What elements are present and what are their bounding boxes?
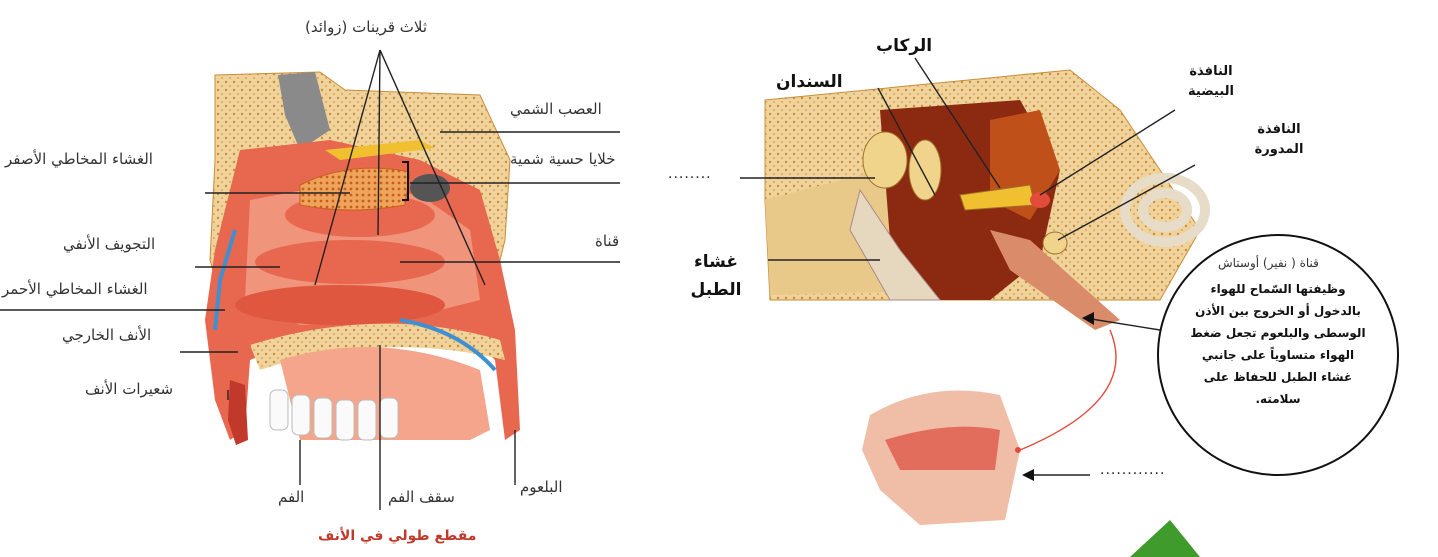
label-oval-window: النافذة البيضية bbox=[1176, 62, 1246, 102]
label-olfactory-nerve: العصب الشمي bbox=[510, 100, 602, 118]
blank-left: ........ bbox=[668, 166, 712, 182]
ear-connector bbox=[1020, 330, 1116, 450]
label-nasal-cavity: التجويف الأنفي bbox=[63, 235, 155, 253]
olfactory-cells-shape bbox=[410, 174, 450, 202]
label-incus: السندان bbox=[776, 72, 843, 92]
info-circle-title: قناة ( نفير) أوستاش bbox=[1218, 256, 1319, 270]
info-circle-body: وظيفتها السّماح للهواء بالدخول أو الخروج… bbox=[1188, 278, 1368, 410]
label-external-nose: الأنف الخارجي bbox=[62, 326, 151, 344]
label-stapes: الركاب bbox=[876, 36, 932, 56]
label-round-window: النافذة المدورة bbox=[1244, 120, 1314, 160]
arrow-head-2 bbox=[1022, 469, 1034, 481]
incus-shape bbox=[863, 132, 907, 188]
malleus-shape bbox=[909, 140, 941, 200]
label-red-mucosa: الغشاء المخاطي الأحمر bbox=[2, 280, 148, 298]
label-canal: قناة bbox=[595, 232, 619, 250]
label-pharynx: البلعوم bbox=[520, 478, 563, 496]
label-turbinates: ثلاث قرينات (زوائد) bbox=[305, 18, 427, 36]
label-nose-hairs: شعيرات الأنف bbox=[85, 380, 173, 398]
green-arrow bbox=[1130, 520, 1200, 557]
nose-caption: مقطع طولي في الأنف bbox=[318, 528, 476, 544]
turbinate-lower bbox=[235, 285, 445, 325]
label-eardrum: غشاء الطبل bbox=[686, 248, 746, 304]
label-yellow-mucosa: الغشاء المخاطي الأصفر bbox=[5, 150, 153, 168]
label-mouth: الفم bbox=[278, 488, 304, 506]
label-palate: سقف الفم bbox=[388, 488, 455, 506]
label-olfactory-cells: خلايا حسية شمية bbox=[510, 150, 616, 168]
round-window-shape bbox=[1043, 232, 1067, 254]
blank-bottom: ............ bbox=[1100, 462, 1165, 478]
